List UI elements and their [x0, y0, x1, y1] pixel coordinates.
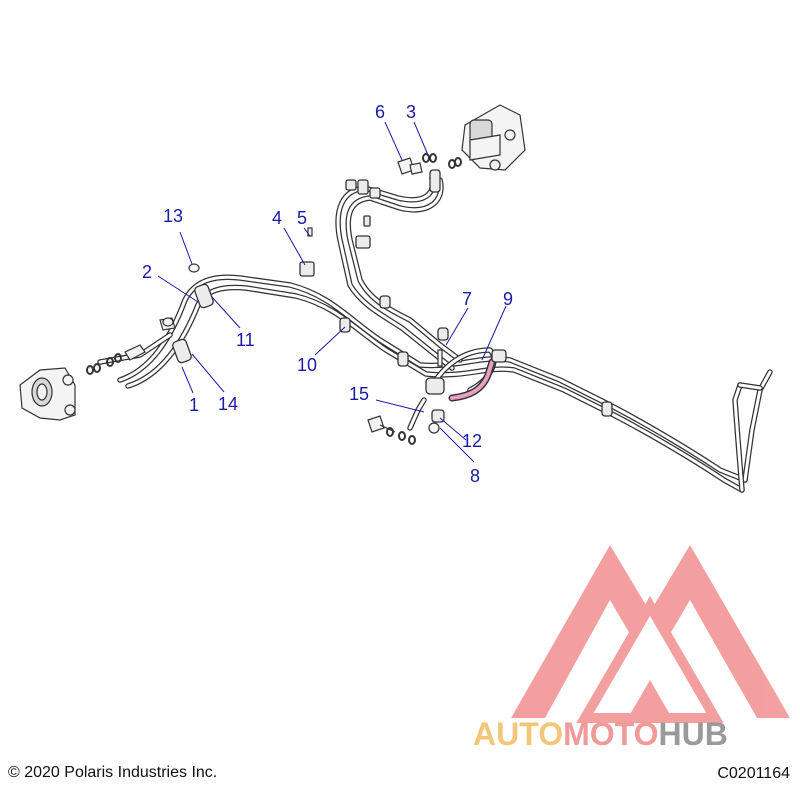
callout-14: 14: [218, 394, 238, 414]
watermark-part-auto: AUTO: [473, 716, 564, 752]
callout-6: 6: [375, 102, 385, 122]
callout-3: 3: [406, 102, 416, 122]
callout-7: 7: [462, 289, 472, 309]
callout-4: 4: [272, 208, 282, 228]
callout-10: 10: [297, 355, 317, 375]
diagram-code: C0201164: [717, 765, 790, 782]
callout-9: 9: [503, 289, 513, 309]
watermark-part-moto: MOTO: [563, 716, 659, 752]
callout-2: 2: [142, 262, 152, 282]
master-cylinder: [397, 104, 526, 175]
callout-11: 11: [236, 330, 255, 350]
callout-8: 8: [470, 466, 480, 486]
copyright-text: © 2020 Polaris Industries Inc.: [8, 764, 218, 781]
callout-12: 12: [462, 431, 482, 451]
main-brake-line-bundle: [117, 274, 773, 493]
automotohub-watermark-text: AUTOMOTOHUB: [473, 716, 728, 753]
callout-13: 13: [163, 206, 183, 226]
upper-brake-line-bundle: [335, 175, 463, 371]
left-brake-caliper: [19, 317, 176, 421]
crossover-line-loop: [427, 347, 497, 402]
callout-15: 15: [349, 384, 369, 404]
callout-1: 1: [189, 395, 199, 415]
leader-lines: [157, 121, 507, 463]
watermark-part-hub: HUB: [658, 716, 728, 752]
line-clips: [162, 169, 613, 423]
callout-5: 5: [297, 208, 307, 228]
automotohub-logo-icon: [511, 545, 790, 723]
